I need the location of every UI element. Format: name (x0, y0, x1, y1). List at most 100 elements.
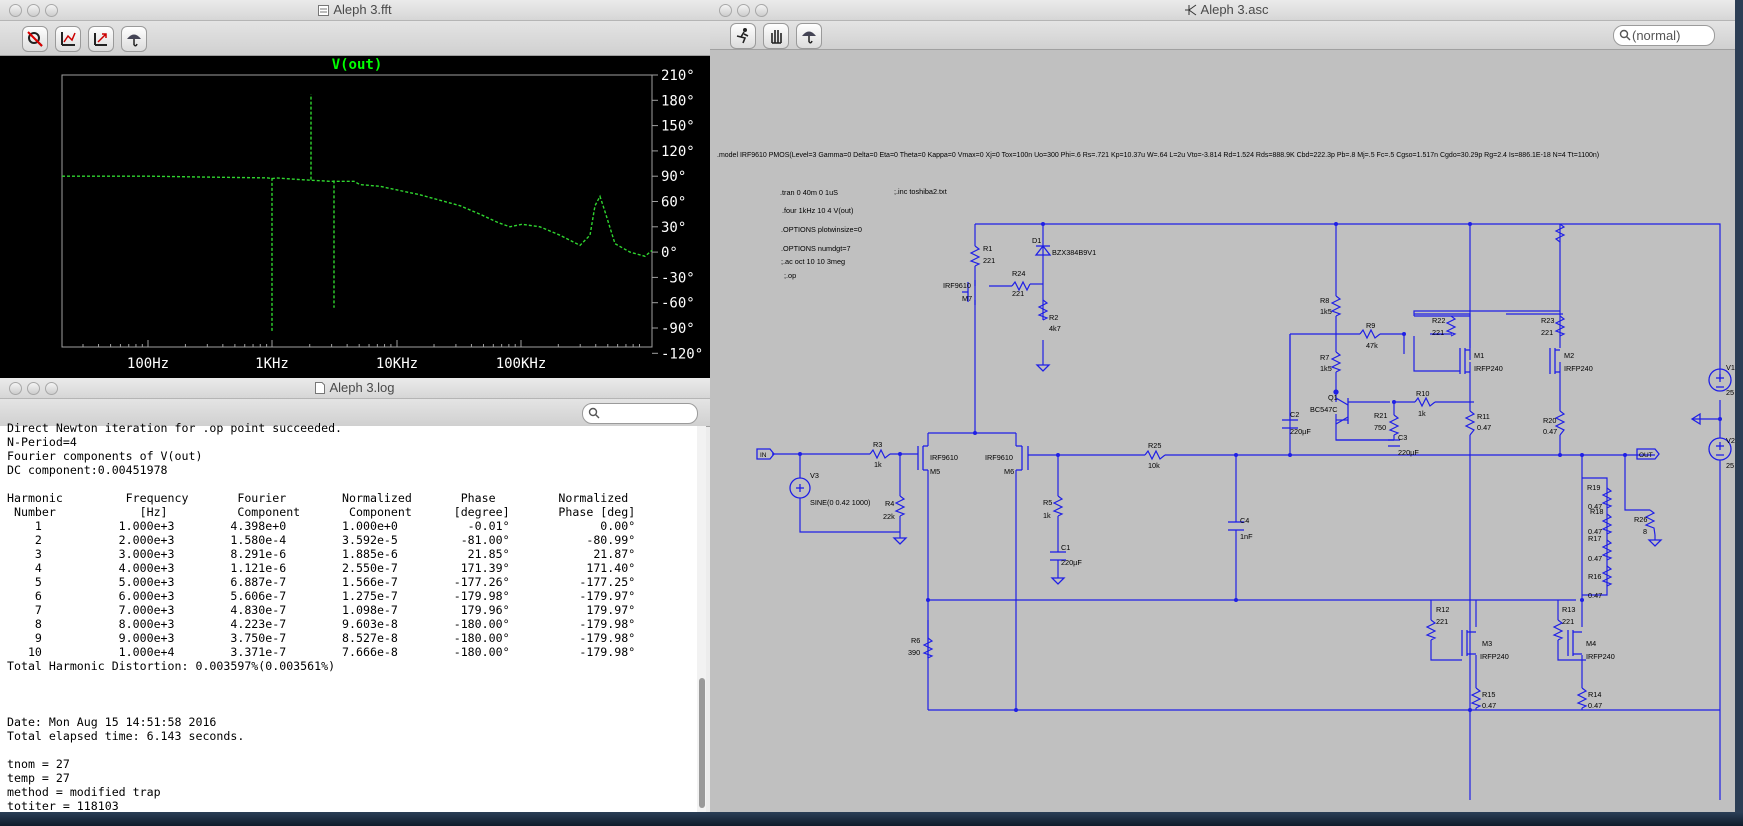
label: R20 (1543, 416, 1556, 425)
minimize-button[interactable] (27, 382, 40, 395)
label: R16 (1588, 572, 1601, 581)
label: R2 (1049, 313, 1058, 322)
autorange-icon[interactable] (55, 26, 81, 52)
label: R9 (1366, 321, 1375, 330)
label: 1k (1043, 511, 1051, 520)
label: 0.47 (1477, 423, 1491, 432)
x-tick-label: 1KHz (255, 356, 289, 372)
out-flag: OUT (1639, 452, 1653, 459)
minimize-button[interactable] (737, 4, 750, 17)
desktop-bottom (0, 812, 1743, 826)
label: R1 (983, 244, 992, 253)
log-scrollbar[interactable] (697, 426, 706, 826)
label: R13 (1562, 605, 1575, 614)
label: V2 (1726, 436, 1735, 445)
label: 221 (1436, 617, 1448, 626)
label: 0.47 (1543, 427, 1557, 436)
log-titlebar[interactable]: Aleph 3.log (0, 378, 710, 399)
document-icon (315, 382, 326, 397)
close-button[interactable] (719, 4, 732, 17)
label: V3 (810, 471, 819, 480)
label: 221 (1541, 328, 1553, 337)
desktop-edge (1735, 0, 1743, 826)
label: R15 (1482, 690, 1495, 699)
close-button[interactable] (9, 4, 22, 17)
label: 1k (874, 460, 882, 469)
halt-icon[interactable] (763, 23, 789, 49)
junctions (798, 222, 1722, 712)
y-tick-label: 0° (661, 245, 678, 261)
label: R23 (1541, 316, 1554, 325)
label: C4 (1240, 516, 1249, 525)
zoom-button[interactable] (755, 4, 768, 17)
label: R6 (911, 636, 920, 645)
label: 220µF (1290, 427, 1311, 436)
label: 10k (1148, 461, 1160, 470)
label: 390 (908, 648, 920, 657)
y-tick-label: 120° (661, 144, 695, 160)
schematic-toolbar: (normal) (710, 21, 1743, 50)
y-tick-label: 210° (661, 68, 695, 84)
label: 25 (1726, 388, 1734, 397)
label: R22 (1432, 316, 1445, 325)
label: 1k5 (1320, 307, 1332, 316)
phase-trace (62, 175, 653, 258)
label: R10 (1416, 389, 1429, 398)
include-directive: ;.inc toshiba2.txt (894, 187, 947, 196)
y-tick-label: -120° (661, 346, 703, 362)
label: R11 (1477, 412, 1490, 421)
fft-window: Aleph 3.fft V(out)210°180°150°120°90°60°… (0, 0, 710, 378)
pan-icon[interactable] (88, 26, 114, 52)
umbrella-icon[interactable] (121, 26, 147, 52)
run-icon[interactable] (730, 23, 756, 49)
label: 0.47 (1588, 527, 1602, 536)
close-button[interactable] (9, 382, 22, 395)
directive: .OPTIONS numdgt=7 (781, 244, 851, 253)
schematic-labels: .model IRF9610 PMOS(Level=3 Gamma=0 Delt… (717, 152, 1735, 710)
label: IRFP240 (1586, 652, 1615, 661)
label: 22k (883, 512, 895, 521)
label: R4 (885, 499, 894, 508)
zoom-clear-icon[interactable] (22, 26, 48, 52)
fft-titlebar[interactable]: Aleph 3.fft (0, 0, 710, 21)
y-tick-label: 60° (661, 195, 686, 211)
schematic-search-input[interactable]: (normal) (1613, 25, 1715, 46)
label: 221 (1432, 328, 1444, 337)
log-text-area[interactable]: Direct Newton iteration for .op point su… (0, 421, 706, 826)
schematic-window: Aleph 3.asc (normal) (710, 0, 1743, 814)
log-search-input[interactable] (582, 403, 698, 424)
label: 0.47 (1588, 701, 1602, 710)
directive: .OPTIONS plotwinsize=0 (781, 225, 862, 234)
label: 750 (1374, 423, 1386, 432)
label: R21 (1374, 411, 1387, 420)
zoom-button[interactable] (45, 4, 58, 17)
schematic-canvas[interactable]: .model IRF9610 PMOS(Level=3 Gamma=0 Delt… (710, 50, 1743, 814)
umbrella-icon[interactable] (796, 23, 822, 49)
components (756, 244, 1732, 656)
label: R18 (1590, 507, 1603, 516)
fft-plot[interactable]: V(out)210°180°150°120°90°60°30°0°-30°-60… (0, 55, 710, 378)
label: M7 (962, 294, 972, 303)
label: IRFP240 (1480, 652, 1509, 661)
label: 221 (1012, 289, 1024, 298)
label: M3 (1482, 639, 1492, 648)
y-tick-label: 30° (661, 220, 686, 236)
label: M1 (1474, 351, 1484, 360)
y-tick-label: 150° (661, 119, 695, 135)
scroll-thumb[interactable] (699, 678, 705, 808)
label: R24 (1012, 269, 1025, 278)
label: 47k (1366, 341, 1378, 350)
zoom-button[interactable] (45, 382, 58, 395)
label: BZX384B9V1 (1052, 248, 1096, 257)
label: IRF9610 (930, 453, 958, 462)
label: BC547C (1310, 405, 1338, 414)
label: M2 (1564, 351, 1574, 360)
search-icon (588, 407, 600, 419)
schematic-icon (1184, 4, 1197, 19)
schematic-titlebar[interactable]: Aleph 3.asc (710, 0, 1743, 21)
directive: .tran 0 40m 0 1uS (780, 188, 838, 197)
minimize-button[interactable] (27, 4, 40, 17)
label: R26 (1634, 515, 1647, 524)
label: C1 (1061, 543, 1070, 552)
label: V1 (1726, 363, 1735, 372)
